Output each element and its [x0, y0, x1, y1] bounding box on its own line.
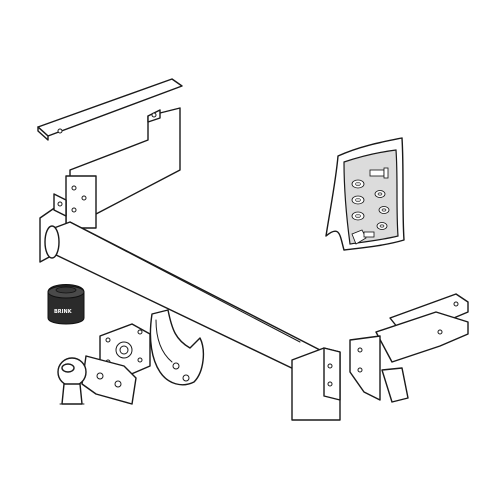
bolt-icon: [369, 167, 389, 179]
left-mounting-plate: [37, 78, 183, 141]
center-right-bracket: [291, 347, 341, 421]
washer-icon: [351, 179, 390, 230]
left-bracket-arm: [65, 107, 181, 229]
brand-label: BRINK: [54, 309, 73, 315]
socket-cap: BRINK: [47, 284, 85, 325]
right-mounting-plate: [349, 293, 469, 403]
tow-ball: [57, 355, 137, 405]
nut-icon: [351, 229, 375, 245]
hardware-bag: [325, 137, 405, 251]
ball-bracket: [149, 309, 205, 386]
